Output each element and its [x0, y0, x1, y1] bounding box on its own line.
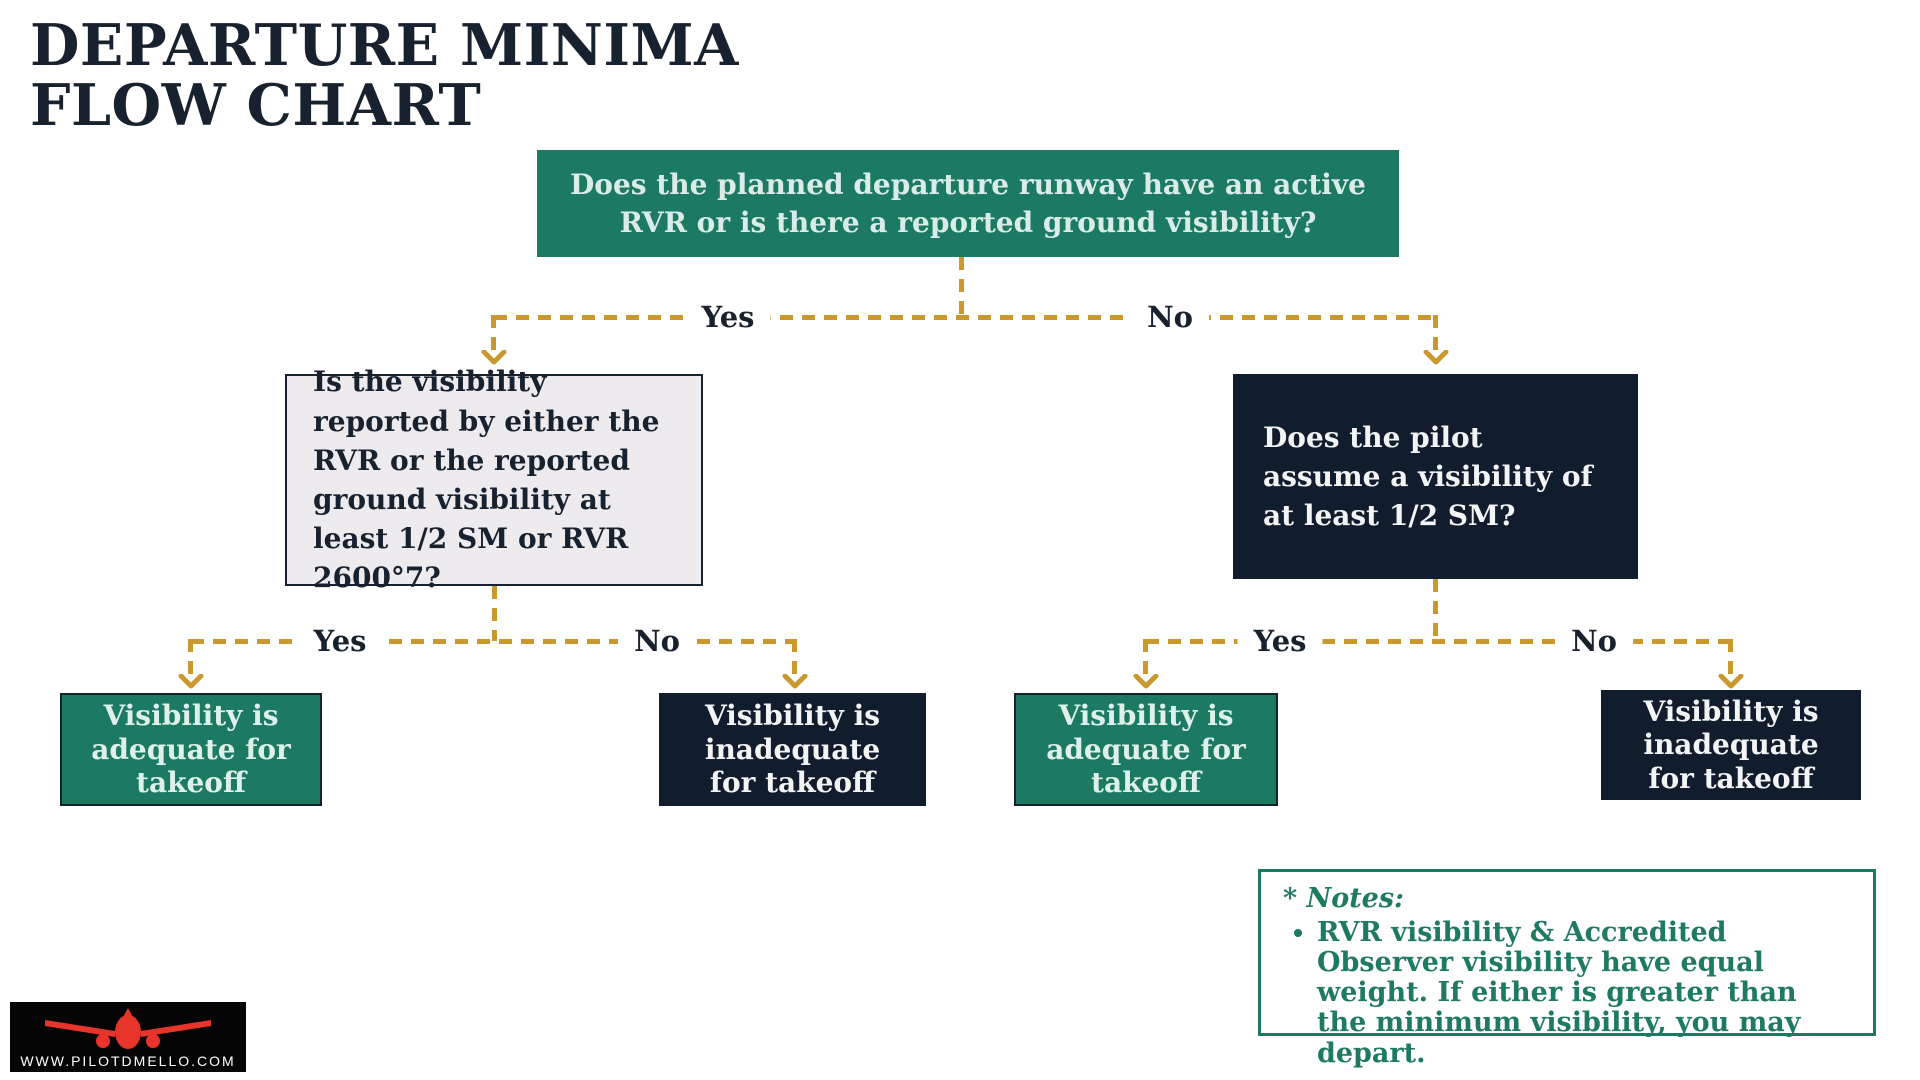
- arrow-down-icon: [178, 673, 204, 690]
- page-title-line2: FLOW CHART: [30, 71, 482, 139]
- connector-root-stem: [959, 257, 964, 317]
- node-question-left: Is the visibility reported by either the…: [285, 365, 703, 594]
- arrow-down-icon: [782, 673, 808, 690]
- connector-left-stem: [492, 586, 497, 641]
- branch-label-left-no: No: [618, 625, 696, 658]
- connector-right-stem: [1433, 579, 1438, 641]
- notes-item: RVR visibility & Accredited Observer vis…: [1317, 917, 1855, 1069]
- airplane-icon: [43, 1008, 213, 1052]
- connector-right-horizontal: [1146, 639, 1731, 644]
- connector-left-horizontal: [191, 639, 795, 644]
- node-question-right-text: Does the pilot assume a visibility of at…: [1263, 420, 1593, 533]
- page-title: DEPARTURE MINIMA FLOW CHART: [30, 16, 739, 136]
- connector-level1-right-drop: [1433, 315, 1438, 353]
- node-outcome-left-yes: Visibility is adequate for takeoff: [60, 693, 322, 806]
- node-outcome-left-yes-text: Visibility is adequate for takeoff: [91, 699, 291, 800]
- connector-left-no-drop: [792, 639, 797, 677]
- connector-level1-left-drop: [491, 315, 496, 353]
- connector-right-yes-drop: [1143, 639, 1148, 677]
- node-outcome-right-yes: Visibility is adequate for takeoff: [1014, 693, 1278, 806]
- branch-label-right-no: No: [1555, 625, 1633, 658]
- connector-right-no-drop: [1728, 639, 1733, 677]
- node-outcome-right-no: Visibility is inadequate for takeoff: [1601, 690, 1861, 800]
- arrow-down-icon: [1718, 673, 1744, 690]
- node-root-question-text: Does the planned departure runway have a…: [570, 167, 1366, 239]
- logo-badge: WWW.PILOTDMELLO.COM: [10, 1002, 246, 1072]
- branch-label-right-yes: Yes: [1237, 625, 1323, 658]
- arrow-down-icon: [1133, 673, 1159, 690]
- node-question-left-text: Is the visibility reported by either the…: [313, 365, 660, 595]
- branch-label-left-yes: Yes: [297, 625, 383, 658]
- arrow-down-icon: [481, 349, 507, 366]
- node-outcome-right-yes-text: Visibility is adequate for takeoff: [1046, 699, 1246, 800]
- notes-box: * Notes: RVR visibility & Accredited Obs…: [1258, 869, 1876, 1068]
- page-title-line1: DEPARTURE MINIMA: [30, 12, 739, 79]
- branch-label-level1-yes: Yes: [685, 301, 771, 334]
- node-outcome-left-no: Visibility is inadequate for takeoff: [659, 693, 926, 806]
- branch-label-level1-no: No: [1131, 301, 1209, 334]
- node-outcome-right-no-text: Visibility is inadequate for takeoff: [1643, 694, 1819, 795]
- node-question-right: Does the pilot assume a visibility of at…: [1233, 374, 1638, 579]
- connector-level1-horizontal: [494, 315, 1438, 320]
- website-url: WWW.PILOTDMELLO.COM: [20, 1053, 236, 1069]
- node-root-question: Does the planned departure runway have a…: [537, 150, 1399, 257]
- connector-left-yes-drop: [188, 639, 193, 677]
- notes-list: RVR visibility & Accredited Observer vis…: [1283, 917, 1855, 1069]
- notes-heading: * Notes:: [1283, 883, 1405, 914]
- node-outcome-left-no-text: Visibility is inadequate for takeoff: [704, 699, 881, 800]
- arrow-down-icon: [1423, 349, 1449, 366]
